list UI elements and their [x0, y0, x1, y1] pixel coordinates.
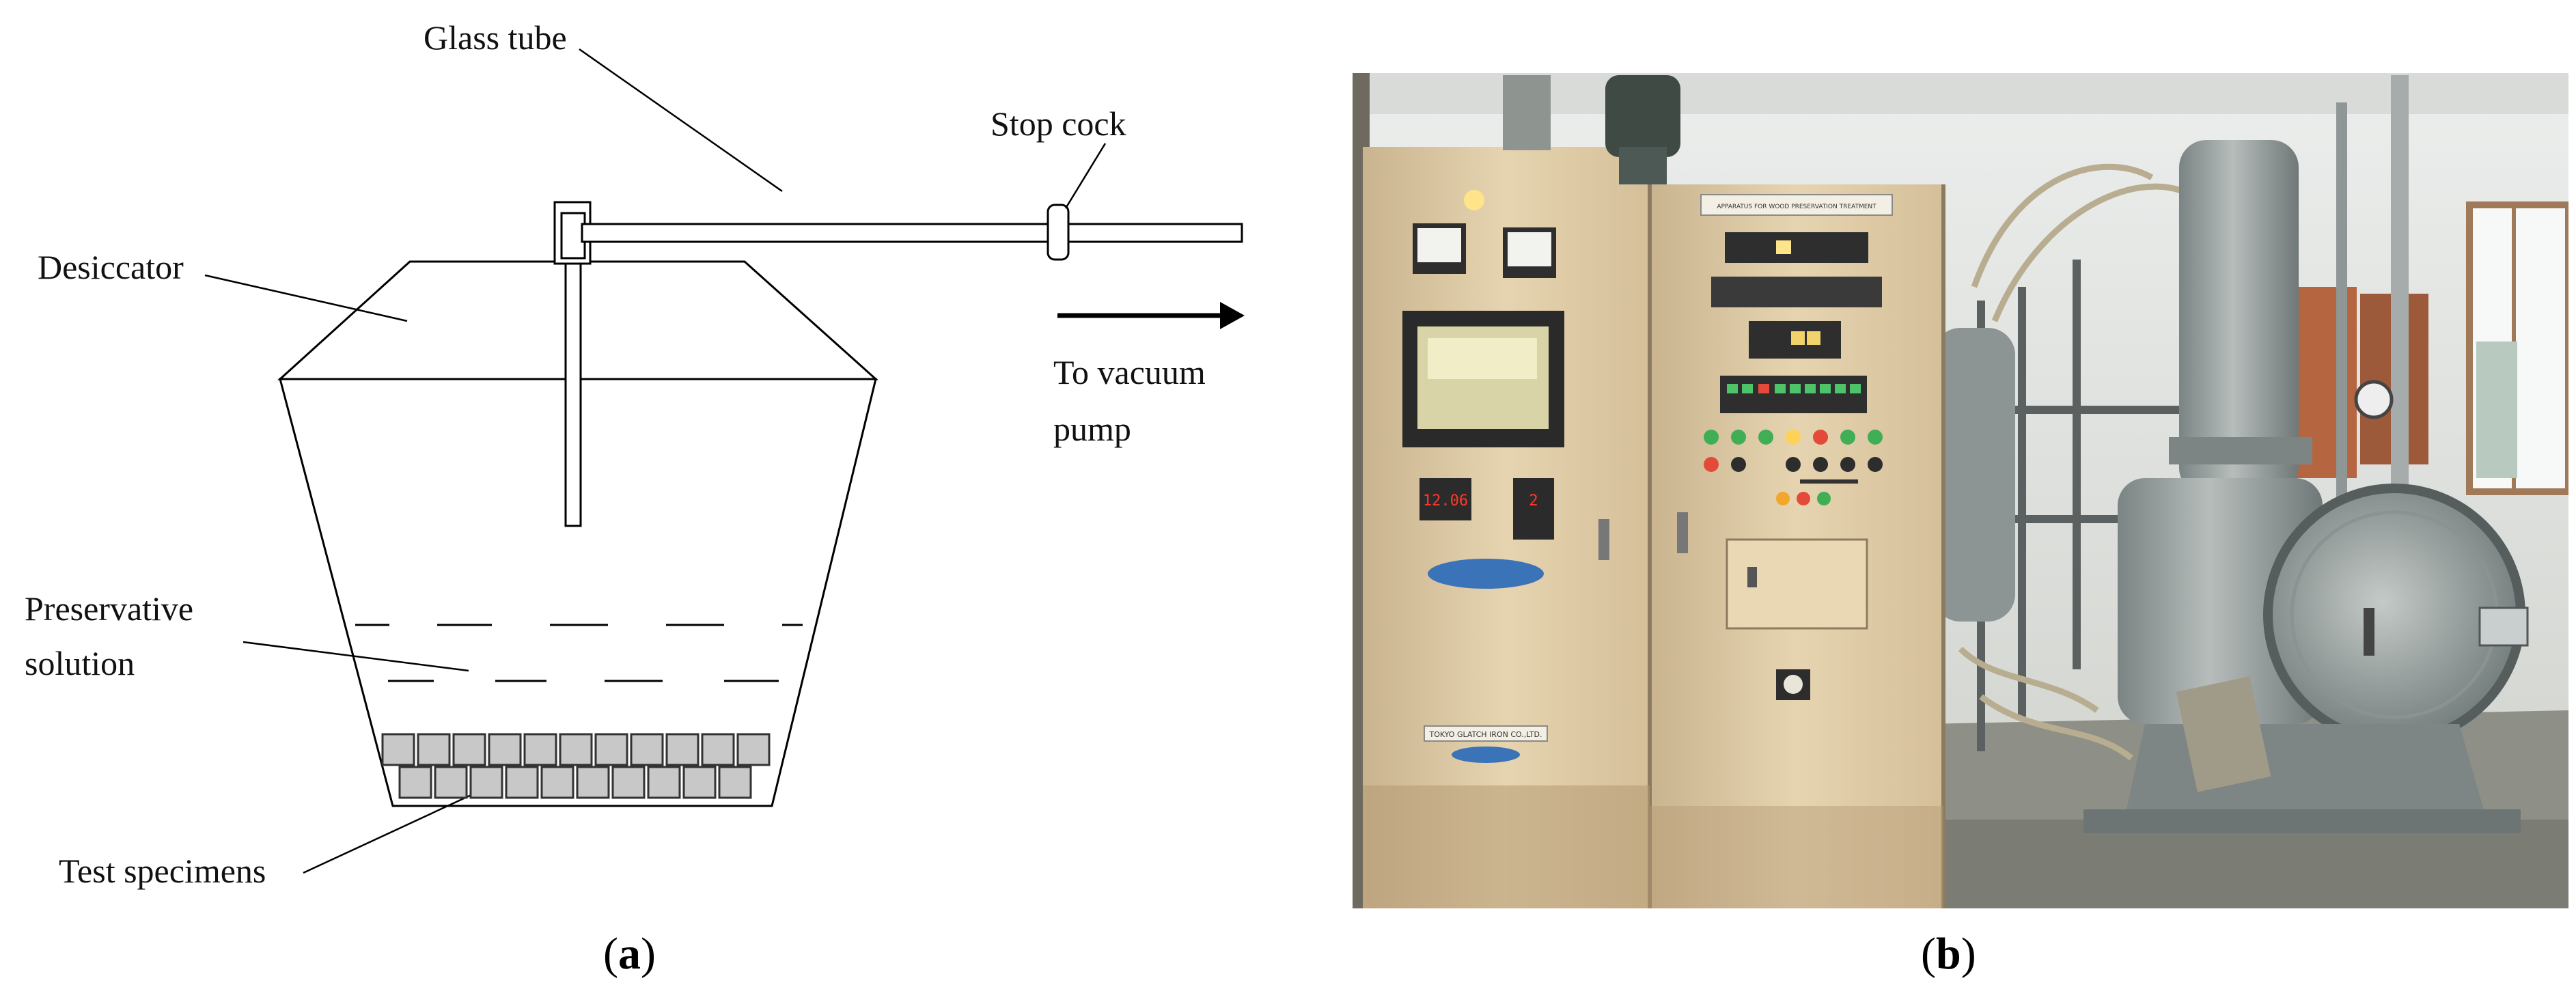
panel-b-photo: 12.06 2 TOKYO GLATCH IRON CO.,LTD. APPAR… [1353, 73, 2568, 908]
caption-b: (b) [1921, 929, 1976, 979]
label-preservative: Preservative [25, 589, 193, 628]
label-stop-cock: Stop cock [991, 104, 1126, 143]
label-pump: pump [1053, 410, 1131, 448]
panel-a-labels: Glass tube Stop cock Desiccator To vacuu… [25, 18, 1206, 890]
svg-text:APPARATUS FOR WOOD PRESERVATIO: APPARATUS FOR WOOD PRESERVATION TREATMEN… [1717, 204, 1876, 210]
specimen-block [417, 733, 451, 766]
caption-a: (a) [603, 929, 656, 979]
leader-stop-cock [1064, 143, 1107, 209]
glass-tube-horizontal-front [581, 223, 1243, 243]
label-solution: solution [25, 644, 135, 682]
label-glass-tube: Glass tube [424, 18, 567, 57]
specimen-block [611, 766, 646, 799]
specimen-block [452, 733, 486, 766]
leader-glass-tube [579, 48, 783, 193]
svg-text:TOKYO GLATCH IRON CO.,LTD.: TOKYO GLATCH IRON CO.,LTD. [1428, 730, 1542, 739]
specimen-block [469, 766, 503, 799]
svg-text:12.06: 12.06 [1423, 492, 1468, 510]
specimen-block [559, 733, 593, 766]
solution-surface [355, 624, 803, 682]
stop-cock [1047, 204, 1070, 261]
specimen-block [540, 766, 574, 799]
specimen-block [647, 766, 681, 799]
photo-vertical-tank [2179, 140, 2299, 495]
tube-joint-inner [560, 212, 586, 260]
specimen-block [630, 733, 664, 766]
specimen-block [381, 733, 415, 766]
label-test-specimens: Test specimens [59, 852, 266, 890]
leader-test-specimens [303, 784, 493, 874]
specimen-block [665, 733, 700, 766]
vacuum-arrow-head [1220, 302, 1245, 329]
specimen-block [701, 733, 735, 766]
specimen-block [594, 733, 628, 766]
specimen-block [736, 733, 771, 766]
specimen-block [576, 766, 610, 799]
glass-tube-vertical [564, 224, 582, 527]
panel-a-diagram [204, 48, 1245, 874]
test-specimens-blocks [381, 733, 771, 799]
specimen-block [718, 766, 752, 799]
photo-cylinder-body [2118, 478, 2323, 724]
leader-desiccator [204, 274, 408, 322]
label-to-vacuum: To vacuum [1053, 353, 1206, 391]
specimen-block [505, 766, 539, 799]
svg-text:2: 2 [1529, 492, 1538, 510]
desiccator-body [279, 378, 877, 807]
specimen-block [523, 733, 557, 766]
specimen-block [398, 766, 432, 799]
label-desiccator: Desiccator [38, 248, 184, 286]
leader-preservative [243, 641, 469, 672]
specimen-block [488, 733, 522, 766]
specimen-block [682, 766, 717, 799]
specimen-block [434, 766, 468, 799]
